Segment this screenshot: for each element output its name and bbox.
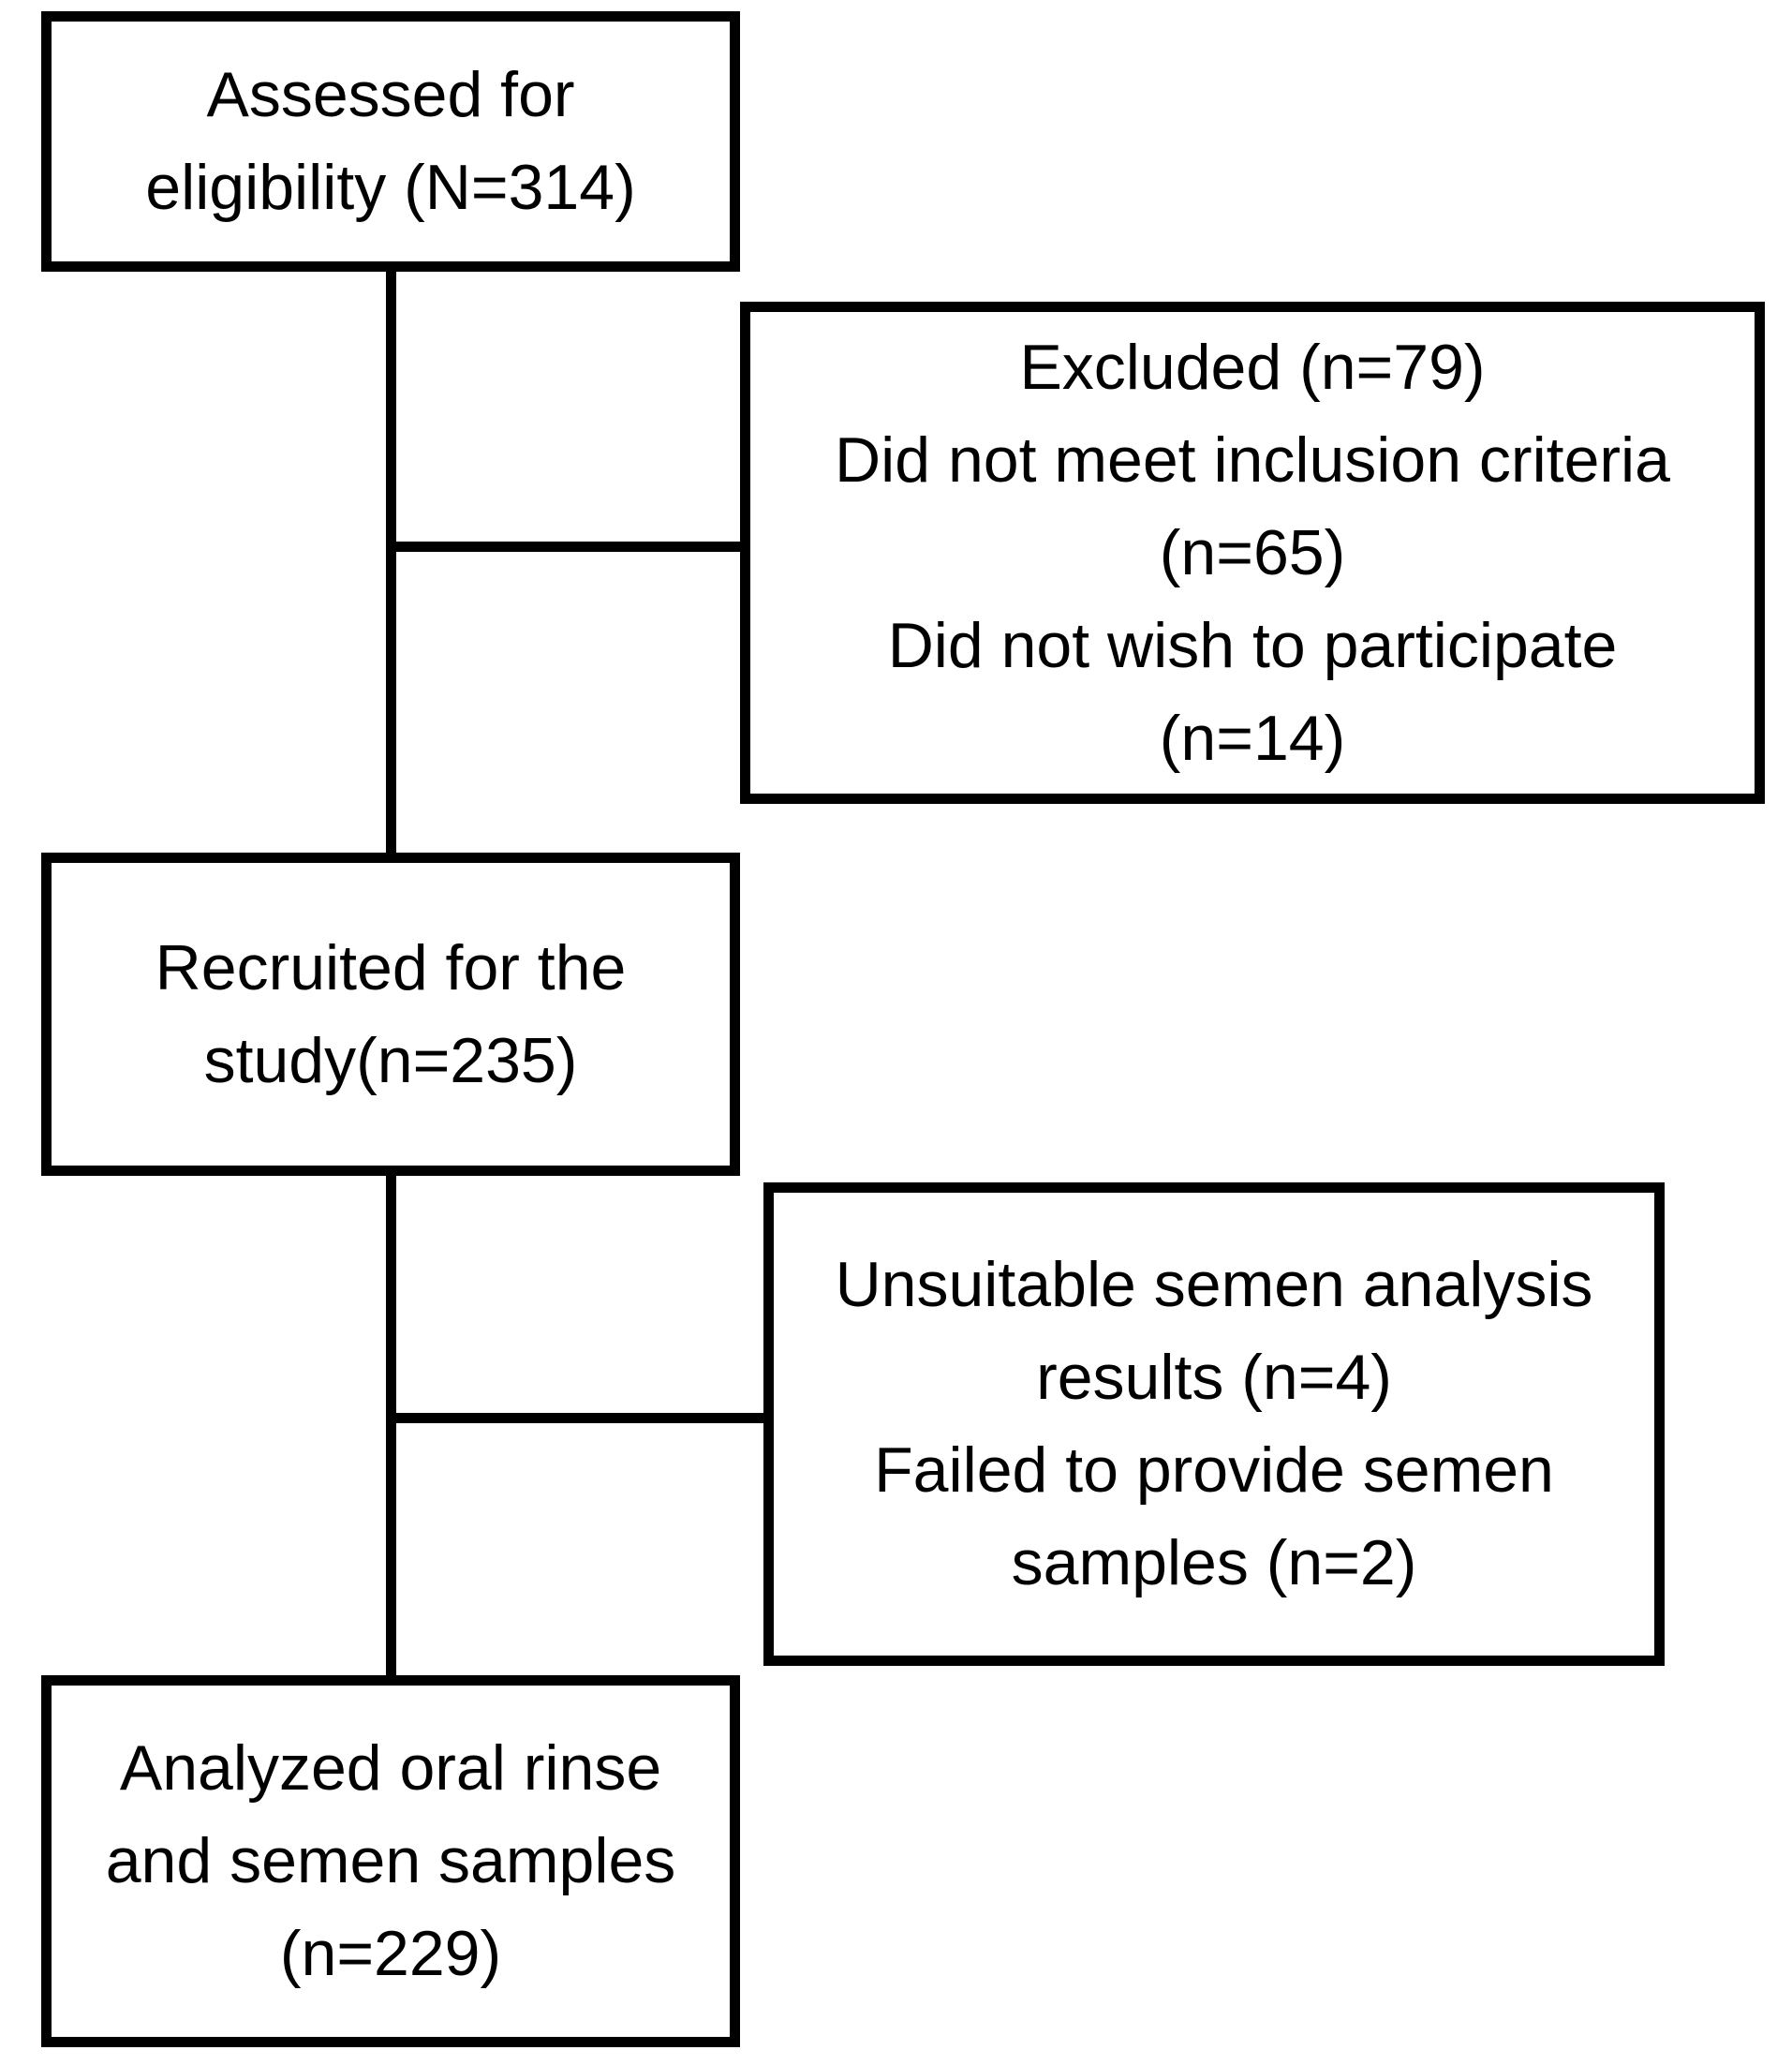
box-unsuitable-or-failed-samples: Unsuitable semen analysis results (n=4) … <box>763 1182 1665 1666</box>
connector-branch-to-excluded <box>386 542 747 552</box>
box-excluded-line: Did not meet inclusion criteria <box>835 423 1670 496</box>
box-recruited-for-study: Recruited for the study(n=235) <box>41 853 740 1176</box>
box-analyzed-samples: Analyzed oral rinse and semen samples (n… <box>41 1675 740 2047</box>
box-unsuitable-line: Failed to provide semen <box>874 1434 1554 1506</box>
box-excluded: Excluded (n=79) Did not meet inclusion c… <box>740 302 1765 804</box>
box-analyzed-line: (n=229) <box>279 1918 502 1989</box>
connector-assessed-to-recruited <box>386 266 396 858</box>
box-excluded-line: (n=65) <box>1159 516 1346 588</box>
box-analyzed-line: Analyzed oral rinse <box>119 1732 662 1804</box>
box-unsuitable-line: results (n=4) <box>1036 1342 1392 1413</box>
box-excluded-line: (n=14) <box>1159 702 1346 774</box>
box-unsuitable-line: samples (n=2) <box>1011 1527 1417 1598</box>
box-recruited-line: Recruited for the <box>155 931 627 1003</box>
box-assessed-for-eligibility: Assessed for eligibility (N=314) <box>41 11 740 272</box>
connector-branch-to-unsuitable <box>386 1413 770 1423</box>
box-analyzed-line: and semen samples <box>105 1825 676 1896</box>
box-excluded-line: Did not wish to participate <box>887 609 1618 681</box>
connector-recruited-to-analyzed <box>386 1171 396 1681</box>
box-excluded-line: Excluded (n=79) <box>1019 331 1486 403</box>
box-assessed-line: Assessed for <box>206 59 575 130</box>
box-assessed-line: eligibility (N=314) <box>145 152 636 223</box>
box-recruited-line: study(n=235) <box>203 1024 578 1096</box>
box-unsuitable-line: Unsuitable semen analysis <box>835 1249 1593 1320</box>
